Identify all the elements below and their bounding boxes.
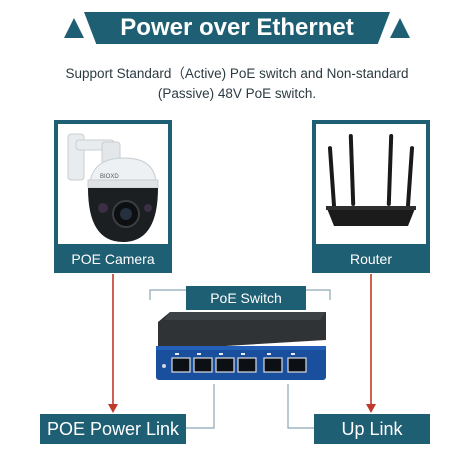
poe-link-connector bbox=[186, 384, 215, 429]
router-arrow-head bbox=[366, 404, 376, 413]
router-card: Router bbox=[312, 120, 430, 273]
ptz-camera-icon: BIOXD bbox=[67, 133, 159, 242]
camera-arrow-head bbox=[108, 404, 118, 413]
camera-image-area: BIOXD bbox=[58, 124, 168, 244]
router-image-area bbox=[316, 124, 426, 244]
switch-frame-right bbox=[306, 289, 331, 300]
subtitle-line-2: (Passive) 48V PoE switch. bbox=[157, 86, 317, 101]
up-link-label: Up Link bbox=[314, 414, 430, 444]
router-icon bbox=[326, 134, 416, 226]
uplink-connector bbox=[287, 384, 314, 429]
poe-power-link-label: POE Power Link bbox=[40, 414, 186, 444]
title-decoration-left bbox=[64, 18, 84, 38]
title-banner bbox=[84, 12, 390, 44]
title-decoration-right bbox=[390, 18, 410, 38]
switch-frame-left bbox=[149, 289, 186, 300]
poe-switch-icon bbox=[156, 312, 326, 380]
page-title: Power over Ethernet bbox=[120, 14, 354, 41]
poe-switch-label: PoE Switch bbox=[186, 286, 306, 310]
poe-switch-device bbox=[150, 310, 332, 384]
camera-brand-text: BIOXD bbox=[100, 174, 119, 180]
poe-camera-card: BIOXD POE Camera bbox=[54, 120, 172, 273]
poe-camera-label: POE Camera bbox=[71, 251, 155, 267]
subtitle-line-1: Support Standard（Active) PoE switch and … bbox=[65, 66, 409, 81]
router-label: Router bbox=[349, 251, 393, 267]
